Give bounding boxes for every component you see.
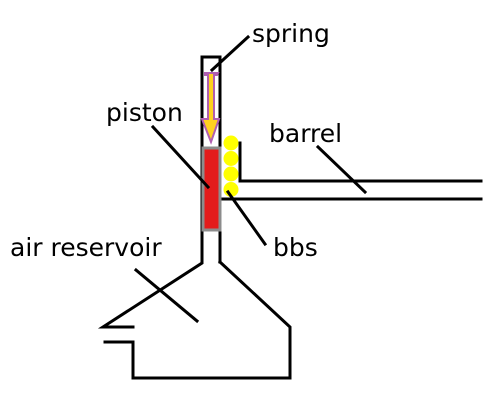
air-reservoir-leader-line xyxy=(133,267,200,324)
spring-arrow xyxy=(200,72,221,145)
spring xyxy=(200,72,221,145)
bb-3 xyxy=(223,166,239,182)
reservoir-body xyxy=(103,259,292,380)
piston-block xyxy=(201,146,222,232)
piston xyxy=(201,146,222,232)
bbs-label: bbs xyxy=(273,233,318,262)
spring-leader-line xyxy=(209,34,251,73)
leader-lines xyxy=(133,34,368,324)
reservoir-left-wall xyxy=(97,260,204,329)
piston-leader-line xyxy=(150,124,211,190)
barrel xyxy=(218,141,483,201)
bbs xyxy=(223,135,239,197)
bb-2 xyxy=(223,151,239,166)
air-reservoir-label: air reservoir xyxy=(10,233,162,262)
bbs-leader-line xyxy=(225,189,268,247)
piston-label: piston xyxy=(106,98,183,127)
bb-1 xyxy=(223,135,239,151)
barrel-leader-line xyxy=(315,144,368,195)
barrel-label: barrel xyxy=(269,119,342,148)
spring-label: spring xyxy=(252,19,330,48)
